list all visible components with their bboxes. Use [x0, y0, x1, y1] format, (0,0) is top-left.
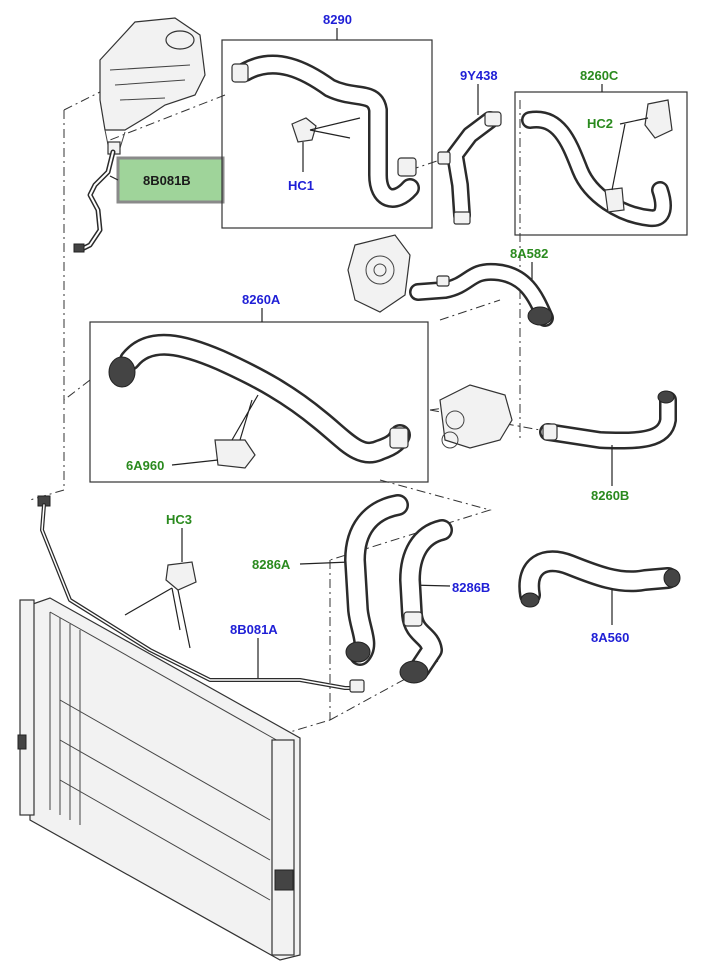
- clip-hc3: [165, 561, 197, 591]
- hose-8286a: [344, 494, 409, 666]
- expansion-tank: [99, 17, 206, 155]
- hose-8a560: [518, 550, 681, 608]
- label-8286a[interactable]: 8286A: [252, 557, 291, 572]
- hose-8260c: [521, 99, 673, 228]
- group-box-8260a: [89, 321, 429, 483]
- bleed-hose-8b081b: [73, 149, 116, 253]
- label-8260c[interactable]: 8260C: [580, 68, 619, 83]
- hose-8a582: [409, 262, 554, 327]
- label-8b081a[interactable]: 8B081A: [230, 622, 278, 637]
- label-hc1[interactable]: HC1: [288, 178, 314, 193]
- thermostat-housing: [439, 384, 513, 449]
- label-8260b[interactable]: 8260B: [591, 488, 629, 503]
- clip-hc1: [291, 117, 317, 143]
- hose-8290: [231, 54, 420, 208]
- label-6a960[interactable]: 6A960: [126, 458, 164, 473]
- radiator: [17, 597, 301, 961]
- label-9y438[interactable]: 9Y438: [460, 68, 498, 83]
- label-8260a[interactable]: 8260A: [242, 292, 281, 307]
- label-hc2[interactable]: HC2: [587, 116, 613, 131]
- group-box-8290: [221, 39, 433, 229]
- label-8a582[interactable]: 8A582: [510, 246, 548, 261]
- label-8286b[interactable]: 8286B: [452, 580, 490, 595]
- label-8290[interactable]: 8290: [323, 12, 352, 27]
- label-8a560[interactable]: 8A560: [591, 630, 629, 645]
- hose-8260b: [539, 390, 677, 450]
- label-hc3[interactable]: HC3: [166, 512, 192, 527]
- hose-9y438: [437, 111, 502, 225]
- bleed-line-8b081a: [37, 495, 365, 693]
- group-box-8260c: [514, 91, 688, 236]
- hose-8260a: [108, 333, 411, 464]
- water-pump-upper: [347, 234, 411, 313]
- bracket-6a960: [214, 439, 256, 469]
- label-8b081b[interactable]: 8B081B: [143, 173, 191, 188]
- hose-8286b: [399, 519, 453, 684]
